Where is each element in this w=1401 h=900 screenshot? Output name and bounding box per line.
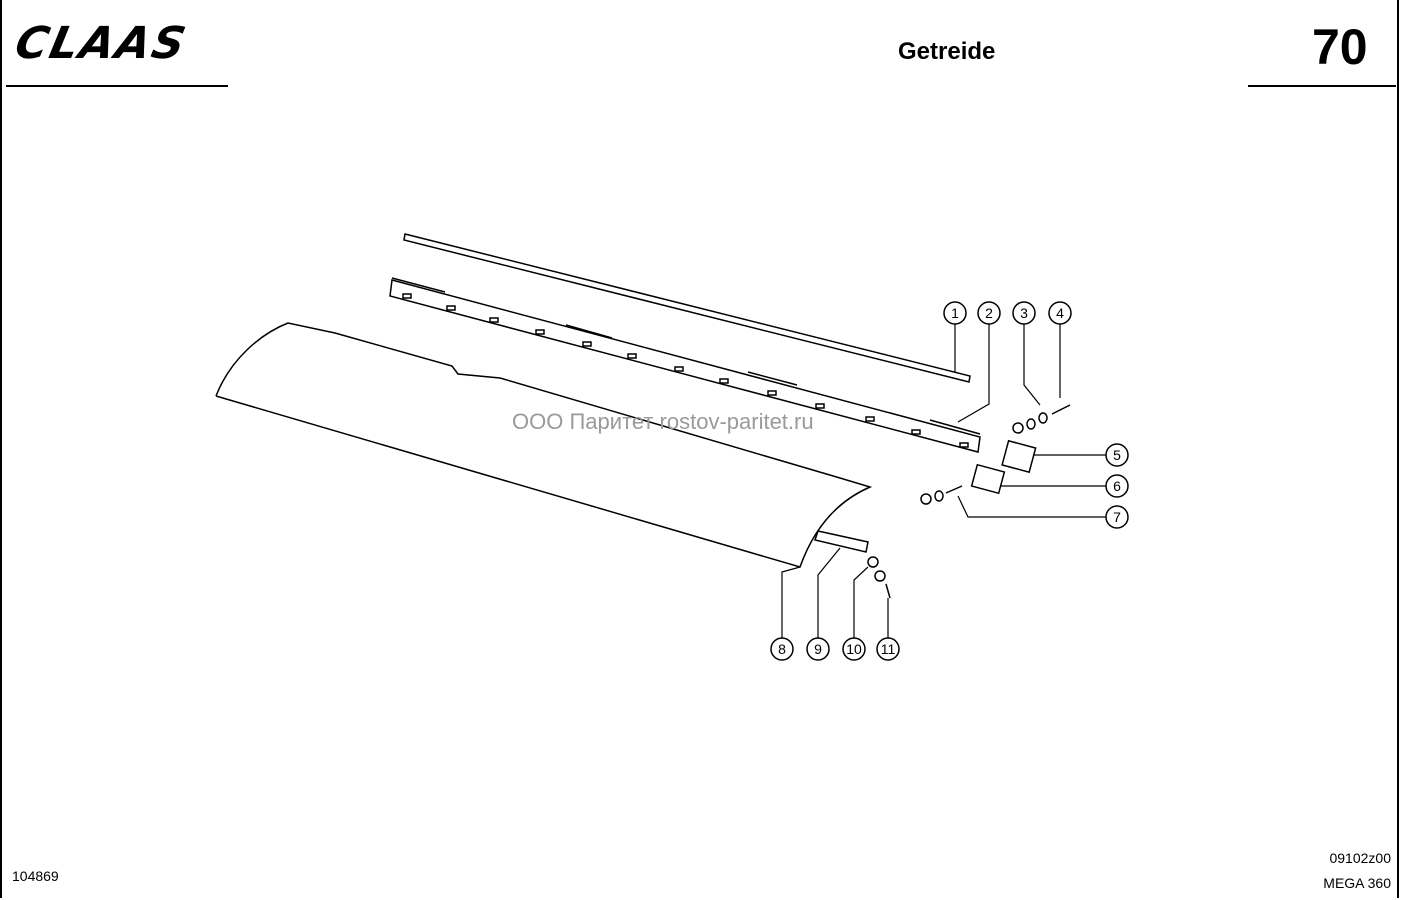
svg-text:8: 8 xyxy=(778,641,786,657)
hinge-knuckle xyxy=(747,371,798,386)
hinge-strip xyxy=(389,279,981,453)
header-rule-right xyxy=(1248,85,1396,87)
clamp-plate xyxy=(970,463,1006,495)
svg-text:11: 11 xyxy=(881,641,896,657)
hinge-knuckle xyxy=(565,324,613,339)
callout-3: 3 xyxy=(1012,301,1036,325)
callout-9: 9 xyxy=(806,637,830,661)
drawing-code: 09102z00 xyxy=(1329,850,1391,866)
bolt xyxy=(885,583,891,599)
rod xyxy=(403,233,971,383)
leader-lines xyxy=(781,322,1106,640)
callout-5: 5 xyxy=(1105,443,1129,467)
strip-holes xyxy=(402,293,969,448)
header-rule-left xyxy=(6,85,228,87)
page-title: Getreide xyxy=(898,38,996,65)
page-number: 70 xyxy=(1312,19,1368,75)
callout-8: 8 xyxy=(770,637,794,661)
washer xyxy=(1038,412,1048,424)
shaft xyxy=(814,530,869,553)
model-name: MEGA 360 xyxy=(1323,875,1391,891)
nut xyxy=(1012,422,1024,434)
callout-1: 1 xyxy=(943,301,967,325)
document-number: 104869 xyxy=(12,868,59,884)
hinge-knuckle xyxy=(929,419,981,435)
svg-text:9: 9 xyxy=(814,641,822,657)
callout-11: 11 xyxy=(876,637,900,661)
svg-text:1: 1 xyxy=(951,305,959,321)
nut xyxy=(874,570,886,582)
callout-10: 10 xyxy=(842,637,866,661)
callout-6: 6 xyxy=(1105,474,1129,498)
svg-text:5: 5 xyxy=(1113,447,1121,463)
svg-text:10: 10 xyxy=(846,641,862,657)
callout-2: 2 xyxy=(977,301,1001,325)
nut xyxy=(920,493,932,505)
callouts: 1 2 3 4 5 6 7 8 9 10 11 xyxy=(770,301,1129,661)
svg-text:4: 4 xyxy=(1056,305,1064,321)
cover-sheet xyxy=(215,322,873,568)
bracket-plate xyxy=(1001,439,1037,474)
svg-text:3: 3 xyxy=(1020,305,1028,321)
watermark-text: ООО Паритет rostov-paritet.ru xyxy=(512,409,814,434)
washer xyxy=(934,490,944,502)
bolt xyxy=(1051,404,1071,415)
bolt xyxy=(945,485,963,494)
hinge-knuckle xyxy=(391,277,446,293)
svg-text:7: 7 xyxy=(1113,509,1121,525)
svg-text:6: 6 xyxy=(1113,478,1121,494)
washer xyxy=(867,556,879,568)
callout-7: 7 xyxy=(1105,505,1129,529)
svg-text:2: 2 xyxy=(985,305,993,321)
callout-4: 4 xyxy=(1048,301,1072,325)
washer xyxy=(1026,418,1036,430)
